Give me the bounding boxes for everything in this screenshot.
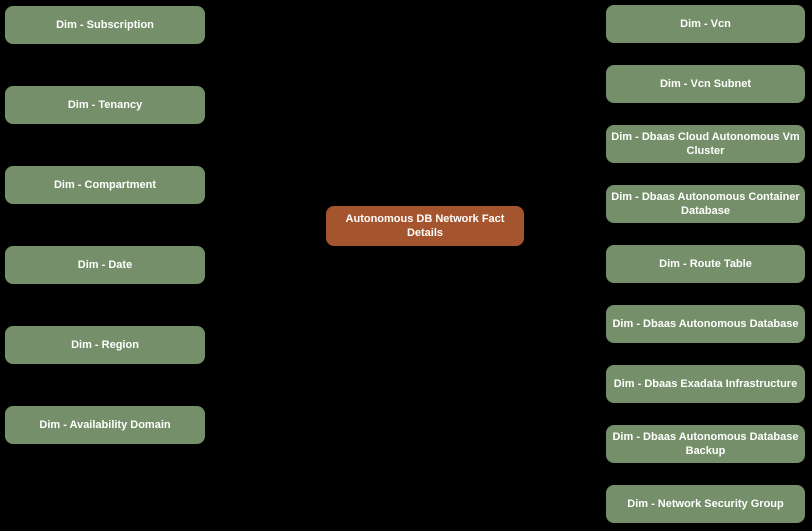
- node-dim-dbaas-exadata-infrastructure[interactable]: Dim - Dbaas Exadata Infrastructure: [606, 365, 805, 403]
- node-dim-compartment[interactable]: Dim - Compartment: [5, 166, 205, 204]
- node-dim-vcn-subnet[interactable]: Dim - Vcn Subnet: [606, 65, 805, 103]
- node-dim-date[interactable]: Dim - Date: [5, 246, 205, 284]
- node-dim-dbaas-cloud-autonomous-vm-cluster[interactable]: Dim - Dbaas Cloud Autonomous Vm Cluster: [606, 125, 805, 163]
- node-dim-vcn[interactable]: Dim - Vcn: [606, 5, 805, 43]
- node-dim-subscription[interactable]: Dim - Subscription: [5, 6, 205, 44]
- node-dim-tenancy[interactable]: Dim - Tenancy: [5, 86, 205, 124]
- node-dim-availability-domain[interactable]: Dim - Availability Domain: [5, 406, 205, 444]
- node-dim-region[interactable]: Dim - Region: [5, 326, 205, 364]
- right-dimension-column: Dim - Vcn Dim - Vcn Subnet Dim - Dbaas C…: [606, 5, 805, 523]
- left-dimension-column: Dim - Subscription Dim - Tenancy Dim - C…: [5, 6, 205, 444]
- node-dim-dbaas-autonomous-database-backup[interactable]: Dim - Dbaas Autonomous Database Backup: [606, 425, 805, 463]
- node-dim-route-table[interactable]: Dim - Route Table: [606, 245, 805, 283]
- node-dim-dbaas-autonomous-database[interactable]: Dim - Dbaas Autonomous Database: [606, 305, 805, 343]
- node-dim-network-security-group[interactable]: Dim - Network Security Group: [606, 485, 805, 523]
- node-dim-dbaas-autonomous-container-database[interactable]: Dim - Dbaas Autonomous Container Databas…: [606, 185, 805, 223]
- node-fact-autonomous-db-network-fact-details[interactable]: Autonomous DB Network Fact Details: [326, 206, 524, 246]
